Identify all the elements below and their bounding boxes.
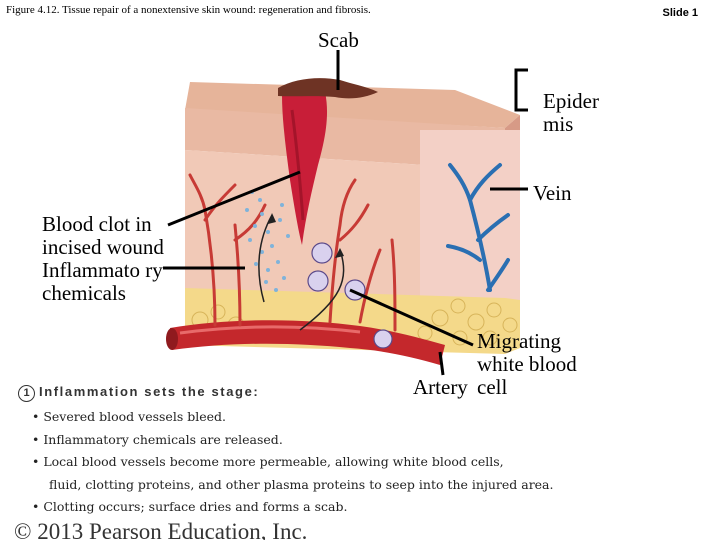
bullet-item: • Inflammatory chemicals are released. [32, 431, 283, 447]
bullet-item: • Clotting occurs; surface dries and for… [32, 499, 348, 514]
wbc-pathway-arrow [299, 249, 345, 331]
bullet-list: • Severed blood vessels bleed. • Inflamm… [32, 406, 554, 519]
copyright-notice: © 2013 Pearson Education, Inc. [14, 519, 308, 540]
label-artery: Artery [413, 375, 468, 399]
epidermis-bracket [514, 68, 528, 112]
wbc-arrowhead [335, 248, 344, 258]
dermis-right-block [420, 130, 520, 310]
vein-vessel [446, 163, 510, 292]
figure-caption: Figure 4.12. Tissue repair of a nonexten… [6, 4, 371, 16]
leader-lines [163, 50, 528, 376]
label-migrating-wbc: Migrating white blood cell [477, 329, 577, 399]
label-blood-clot: Blood clot in incised wound [42, 212, 164, 259]
clot-leader [167, 170, 301, 227]
step-heading: 1 Inflammation sets the stage: [18, 384, 259, 402]
inflammatory-chemical-dots [245, 190, 290, 292]
label-scab: Scab [318, 28, 359, 52]
bullet-item: • Local blood vessels become more permea… [32, 454, 504, 469]
step-number-badge: 1 [18, 385, 35, 402]
artery-leader [438, 351, 445, 376]
label-inflammatory-chemicals: Inflammato ry chemicals [42, 258, 163, 305]
wbc-leader [349, 288, 474, 347]
chemical-pathway-arrow [258, 214, 273, 303]
label-vein: Vein [533, 181, 572, 205]
step-title: Inflammation sets the stage: [39, 384, 260, 399]
bullet-item: • Severed blood vessels bleed. [32, 409, 226, 424]
artery-vessel [166, 320, 445, 365]
slide-number: Slide 1 [662, 7, 698, 19]
label-epidermis: Epider mis [543, 89, 599, 136]
white-blood-cells [307, 242, 393, 349]
scab [278, 78, 378, 99]
skin-top-surface [185, 82, 520, 128]
bullet-item-continued: fluid, clotting proteins, and other plas… [49, 476, 554, 492]
chemical-arrowhead [268, 213, 276, 224]
capillary-branches [188, 173, 397, 332]
